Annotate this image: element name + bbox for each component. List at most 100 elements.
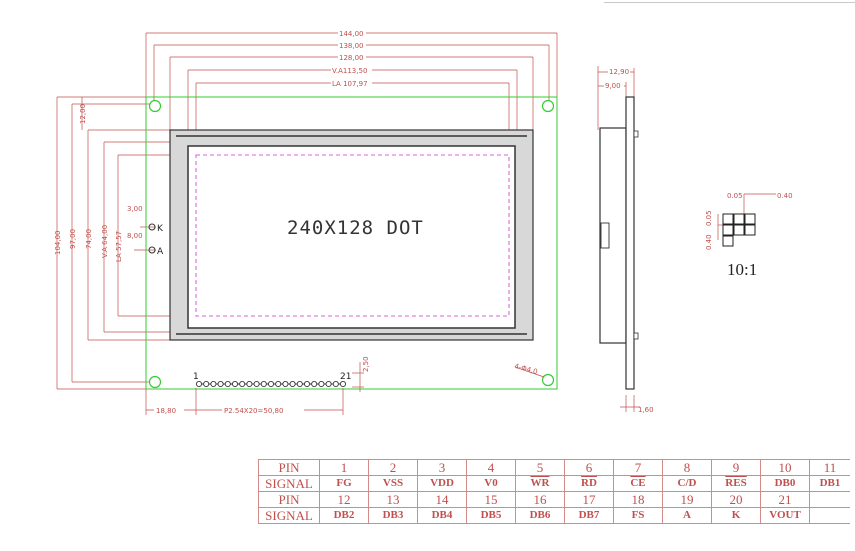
pin-last-label: 21 <box>340 372 351 382</box>
pin-table-cell: A <box>662 507 712 524</box>
dim-pin-pitch: P2.54X20=50,80 <box>224 407 283 415</box>
dim-width-144: 144,00 <box>339 30 364 38</box>
dim-height-la: LA 57,57 <box>115 231 123 262</box>
pin-table-cell: DB3 <box>368 507 418 524</box>
mounting-hole-bottom-right <box>541 373 555 387</box>
dim-width-la: LA 107,97 <box>332 80 368 88</box>
pin-14 <box>289 380 296 388</box>
pin-2 <box>203 380 210 388</box>
dim-width-va: V.A113,50 <box>332 67 367 75</box>
pin-18 <box>318 380 325 388</box>
pin-5 <box>224 380 231 388</box>
pin-table-cell: 4 <box>466 459 516 476</box>
pin-table-cell: VOUT <box>760 507 810 524</box>
pin-table-cell <box>809 491 850 508</box>
resolution-label: 240X128 DOT <box>287 217 424 239</box>
dim-dot-size-x: 0.40 <box>777 192 793 200</box>
pin-20 <box>332 380 339 388</box>
pin-table-cell: 1 <box>319 459 369 476</box>
pin-height-dim <box>352 362 364 392</box>
hole-callout-leader <box>514 366 545 378</box>
pin-1 <box>195 380 203 388</box>
pin-table-row-label: PIN <box>258 459 320 476</box>
viewing-area <box>187 145 516 329</box>
pin-table-cell: 5 <box>515 459 565 476</box>
pin-17 <box>311 380 318 388</box>
pin-table-row-label: PIN <box>258 491 320 508</box>
pin-table-cell: CE <box>613 475 663 492</box>
mounting-hole-bottom-left <box>148 375 162 389</box>
pin-table-cell: 11 <box>809 459 850 476</box>
pin-19 <box>325 380 332 388</box>
dim-height-104: 104,00 <box>54 231 62 256</box>
pin-table-cell: 12 <box>319 491 369 508</box>
pin-10 <box>260 380 267 388</box>
pin-header <box>195 380 347 388</box>
backlight-a-terminal <box>148 246 156 254</box>
pin-9 <box>253 380 260 388</box>
pcb-outline <box>145 96 558 390</box>
pin-6 <box>231 380 239 388</box>
dim-height-va: V.A 64,00 <box>101 225 109 258</box>
dim-height-74: 74,00 <box>85 229 93 249</box>
active-area <box>195 154 510 317</box>
a-label: A <box>157 247 164 257</box>
pin-table-cell: 9 <box>711 459 761 476</box>
pin-table-cell: 21 <box>760 491 810 508</box>
pin-table-cell: 6 <box>564 459 614 476</box>
hole-callout: 4-Φ4,0 <box>513 362 538 376</box>
dim-side-thickness: 12,90 <box>609 68 629 76</box>
dim-pin-height: 2,50 <box>362 356 370 372</box>
pin-8 <box>246 380 253 388</box>
dim-side-module: 9,00 <box>605 82 621 90</box>
pin-table-cell: C/D <box>662 475 712 492</box>
pin-table-cell: RD <box>564 475 614 492</box>
pin-table-cell: 13 <box>368 491 418 508</box>
pin-7 <box>239 380 246 388</box>
pin-table-cell: FS <box>613 507 663 524</box>
pin-table-cell: 17 <box>564 491 614 508</box>
pin-table-cell: 16 <box>515 491 565 508</box>
pin-table-cell: 2 <box>368 459 418 476</box>
pin-table-cell <box>809 507 850 524</box>
pin-table-cell: DB5 <box>466 507 516 524</box>
dim-width-128: 128,00 <box>339 54 364 62</box>
pin-3 <box>210 380 217 388</box>
pin-table-cell: 19 <box>662 491 712 508</box>
pin-table-row-label: SIGNAL <box>258 475 320 492</box>
pin-12 <box>275 380 282 388</box>
dim-height-97: 97,00 <box>69 229 77 249</box>
pin-4 <box>217 380 224 388</box>
dim-dot-size-y: 0.40 <box>705 234 713 250</box>
dim-left-offset: 18,80 <box>156 407 176 415</box>
k-label: K <box>157 224 164 234</box>
pin-first-label: 1 <box>193 372 199 382</box>
pin-table-cell: V0 <box>466 475 516 492</box>
pin-table-cell: VDD <box>417 475 467 492</box>
mounting-hole-top-left <box>148 99 162 113</box>
pin-table-cell: 8 <box>662 459 712 476</box>
pin-table-cell: DB4 <box>417 507 467 524</box>
pin-13 <box>282 380 289 388</box>
pin-table-cell: VSS <box>368 475 418 492</box>
dim-a-offset: 8,00 <box>127 232 143 240</box>
pin-table-cell: 3 <box>417 459 467 476</box>
pin-table-row-label: SIGNAL <box>258 507 320 524</box>
pin-table-cell: 7 <box>613 459 663 476</box>
pin-table-cell: DB6 <box>515 507 565 524</box>
pin-table-cell: 15 <box>466 491 516 508</box>
pin-table-cell: DB0 <box>760 475 810 492</box>
pin-table-cell: DB2 <box>319 507 369 524</box>
scale-label: 10:1 <box>727 260 757 279</box>
pin-table-cell: DB1 <box>809 475 850 492</box>
pin-15 <box>296 380 303 388</box>
dim-width-138: 138,00 <box>339 42 364 50</box>
pin-table-cell: K <box>711 507 761 524</box>
dim-dot-gap-y: 0.05 <box>705 210 713 226</box>
pin-table-cell: 20 <box>711 491 761 508</box>
dim-side-pcb: 1,60 <box>638 406 654 414</box>
